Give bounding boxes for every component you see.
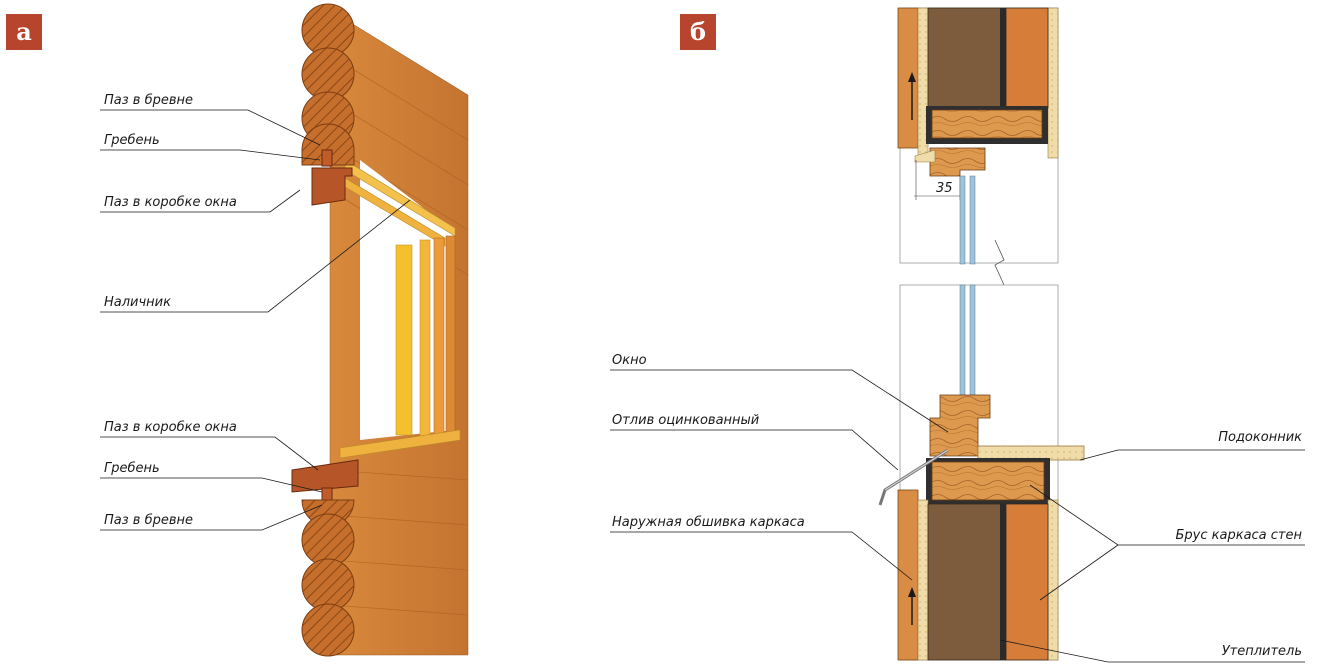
panel-a-log-wall-drawing [100,3,469,657]
label-okno: Окно [612,353,647,368]
label-brus: Брус каркаса стен [1176,528,1303,543]
panel-a-badge: а [6,14,42,50]
label-paz-korobke-top: Паз в коробке окна [104,195,237,210]
panel-b-labels: Окно Отлив оцинкованный Наружная обшивка… [612,353,1302,659]
label-greben-bottom: Гребень [104,461,160,476]
panel-a-labels: Паз в бревне Гребень Паз в коробке окна … [104,93,237,528]
label-otliv: Отлив оцинкованный [612,413,759,428]
panel-b-frame-wall-section: 35 [610,7,1305,663]
label-obshivka: Наружная обшивка каркаса [612,515,805,530]
label-paz-brevne-top: Паз в бревне [104,93,193,108]
panel-b-badge: б [680,14,716,50]
label-paz-brevne-bottom: Паз в бревне [104,513,193,528]
label-paz-korobke-bottom: Паз в коробке окна [104,420,237,435]
label-podokonnik: Подоконник [1218,430,1302,445]
label-uteplitel: Утеплитель [1222,644,1302,659]
label-greben-top: Гребень [104,133,160,148]
label-nalichnik: Наличник [104,295,171,310]
dimension-35: 35 [936,181,953,196]
